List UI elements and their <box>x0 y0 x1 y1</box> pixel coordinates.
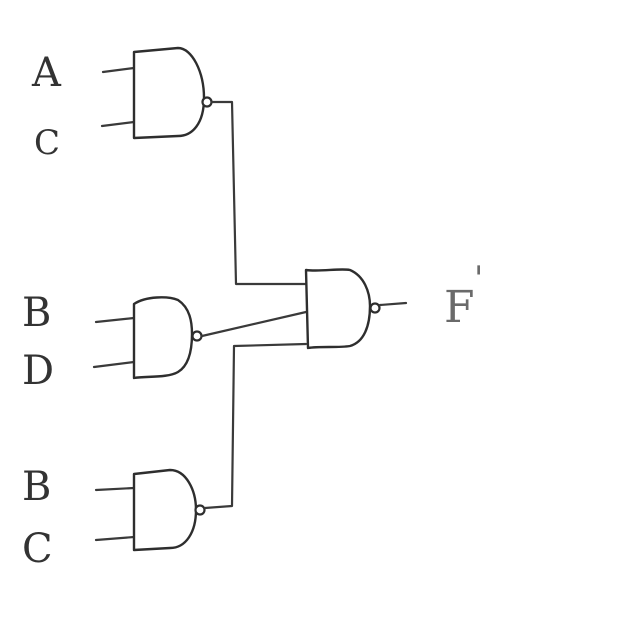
wire-output <box>378 301 408 307</box>
nand-gate-1 <box>132 46 213 140</box>
wire-c-1 <box>100 120 136 128</box>
inverter-bubble-3 <box>194 504 206 516</box>
wire-b-1 <box>94 316 136 324</box>
output-prime-mark: ' <box>474 259 483 299</box>
wire-gate1-to-final <box>210 100 308 286</box>
wire-gate2-to-final <box>200 310 308 338</box>
input-label-d: D <box>22 348 54 394</box>
intermediate-wires <box>200 100 308 510</box>
nand-gate-2 <box>132 296 203 380</box>
nand-gate-final <box>304 268 381 350</box>
nand-gate-3 <box>132 468 206 552</box>
output-label: F <box>444 282 475 333</box>
input-label-c-2: C <box>22 526 53 572</box>
input-label-a: A <box>31 50 62 96</box>
input-wires <box>92 66 136 542</box>
inverter-bubble-1 <box>201 96 213 108</box>
inverter-bubble-final <box>369 302 381 314</box>
wire-b-2 <box>94 486 136 492</box>
input-label-c-1: C <box>34 123 60 163</box>
inverter-bubble-2 <box>191 330 203 342</box>
wire-a <box>101 66 136 74</box>
input-label-b-2: B <box>22 464 51 510</box>
wire-c-2 <box>94 535 136 542</box>
wire-gate3-to-final <box>203 342 308 510</box>
input-label-b-1: B <box>22 290 51 336</box>
wire-d <box>92 360 136 369</box>
